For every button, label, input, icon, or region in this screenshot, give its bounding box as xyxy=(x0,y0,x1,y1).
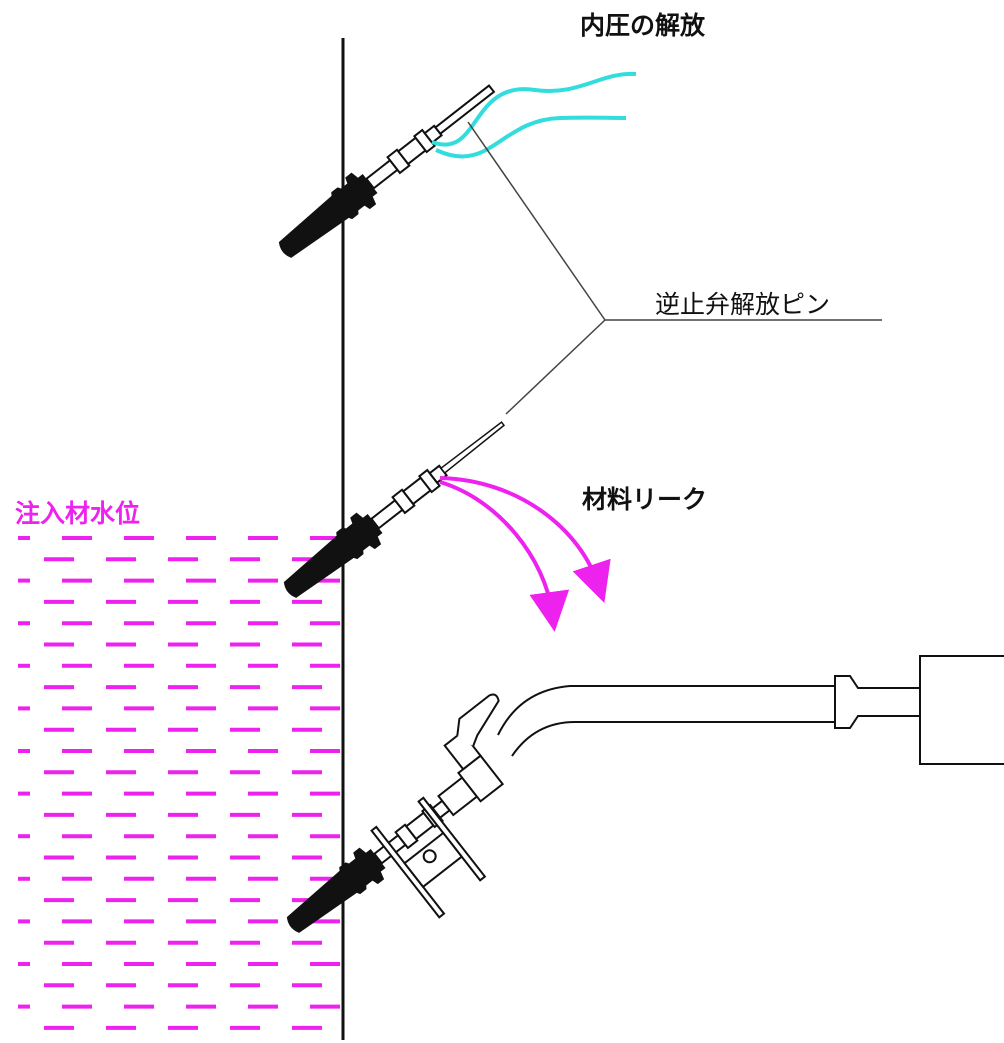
injection-level-label: 注入材水位 xyxy=(15,499,141,528)
material-leak-arrow xyxy=(439,476,611,603)
hose-nozzle xyxy=(834,675,921,729)
leader-line xyxy=(505,319,606,415)
material-leak-arrow xyxy=(439,480,570,632)
hose xyxy=(497,685,835,736)
check-valve-pin-label: 逆止弁解放ピン xyxy=(655,290,831,319)
injector-top xyxy=(269,84,496,269)
pressure-release-flow xyxy=(431,71,637,147)
check-valve-pin xyxy=(434,84,496,136)
valve-handle xyxy=(456,693,500,747)
check-valve-pin xyxy=(439,421,506,474)
clamp-bolt xyxy=(422,849,437,864)
injector-middle xyxy=(274,421,506,609)
pump-unit xyxy=(919,655,1004,765)
injection-material-level-dashes xyxy=(18,536,340,1030)
injector-bottom xyxy=(277,693,505,944)
pressure-release-label: 内圧の解放 xyxy=(580,11,706,40)
pressure-release-flow xyxy=(435,115,627,159)
hose xyxy=(511,721,835,757)
material-leak-label: 材料リーク xyxy=(582,485,708,514)
